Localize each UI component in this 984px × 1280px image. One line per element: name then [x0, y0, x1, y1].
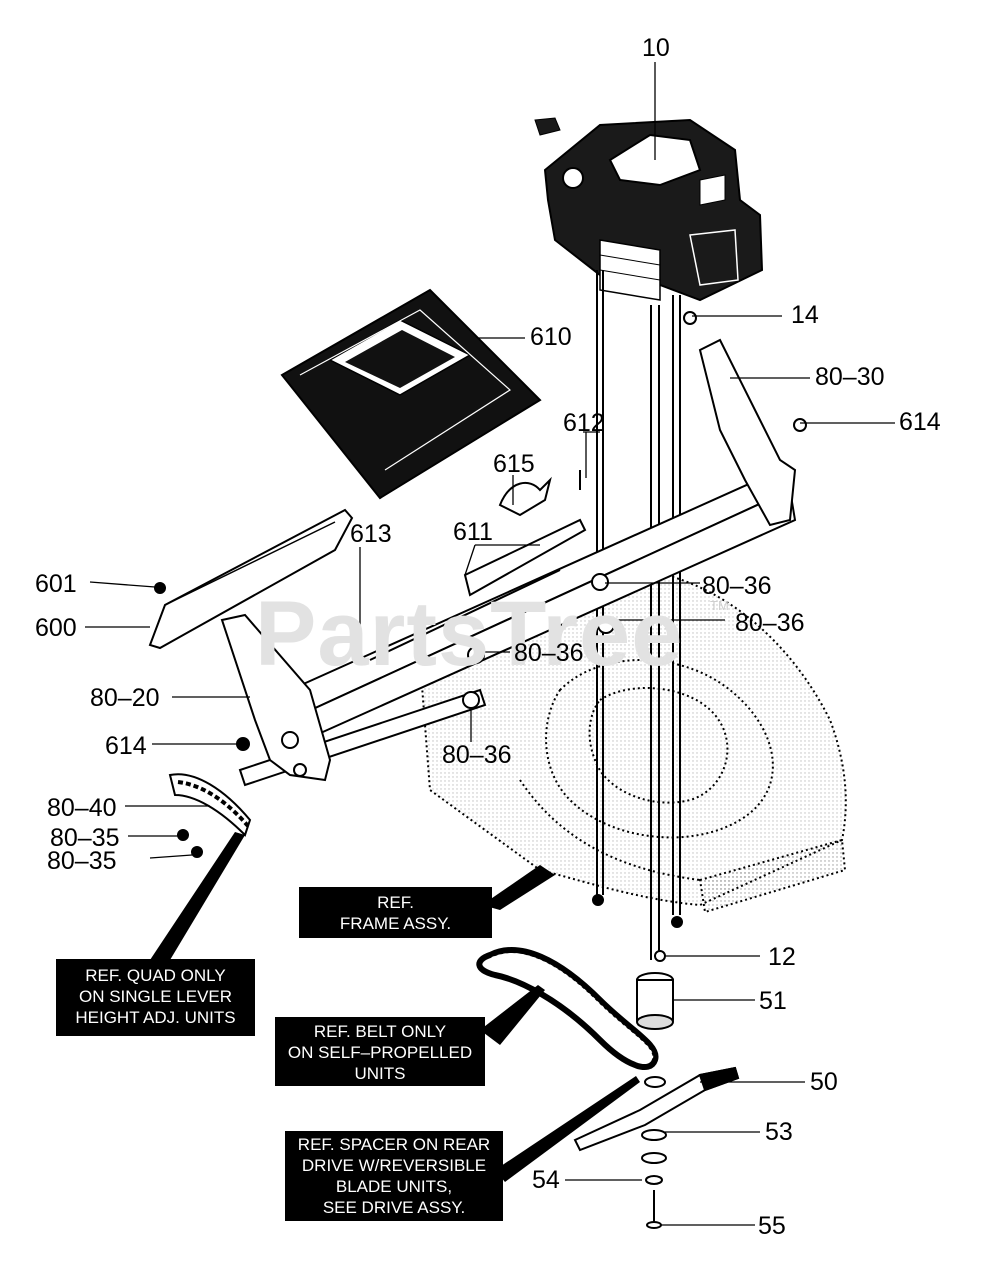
callout-612: 612 — [563, 409, 605, 437]
watermark: PartsTree — [255, 583, 684, 685]
small-hardware — [154, 311, 807, 962]
callout-613: 613 — [350, 520, 392, 548]
note-spacer-line-4: SEE DRIVE ASSY. — [322, 1198, 466, 1217]
callout-80-36-d: 80–36 — [442, 741, 512, 769]
callout-53: 53 — [765, 1118, 793, 1146]
note-frame-assy: REF. FRAME ASSY. — [299, 887, 492, 938]
note-quad-line-2: ON SINGLE LEVER — [78, 987, 233, 1006]
callout-80-35-b: 80–35 — [47, 847, 117, 875]
note-spacer-line-1: REF. SPACER ON REAR — [297, 1135, 491, 1154]
callout-611: 611 — [453, 518, 493, 546]
rear-flap — [148, 508, 354, 650]
callout-10: 10 — [642, 34, 670, 62]
callout-80-36-b: 80–36 — [735, 609, 805, 637]
note-belt-line-1: REF. BELT ONLY — [313, 1022, 447, 1041]
callout-80-36-a: 80–36 — [702, 572, 772, 600]
engine — [534, 117, 764, 302]
note-pointers — [150, 832, 640, 1182]
callout-50: 50 — [810, 1068, 838, 1096]
callout-55: 55 — [758, 1212, 786, 1240]
note-quad-line-1: REF. QUAD ONLY — [85, 966, 226, 985]
callout-614-right: 614 — [899, 408, 941, 436]
callout-54: 54 — [532, 1166, 560, 1194]
callout-615: 615 — [493, 450, 535, 478]
note-frame-line-1: REF. — [377, 893, 414, 912]
callout-80-40: 80–40 — [47, 794, 117, 822]
callout-12: 12 — [768, 943, 796, 971]
note-belt-line-2: ON SELF–PROPELLED — [287, 1043, 473, 1062]
rear-axle-assembly — [220, 338, 797, 787]
callout-80-36-c: 80–36 — [514, 639, 584, 667]
blade-hardware — [641, 1129, 667, 1229]
note-quad: REF. QUAD ONLY ON SINGLE LEVER HEIGHT AD… — [56, 959, 255, 1036]
callout-601: 601 — [35, 570, 77, 598]
mower-deck — [418, 567, 847, 914]
drive-belt — [476, 947, 659, 1071]
callout-80-20: 80–20 — [90, 684, 160, 712]
blade-adapter — [636, 972, 674, 1030]
note-belt: REF. BELT ONLY ON SELF–PROPELLED UNITS — [275, 1017, 485, 1086]
mower-blade — [573, 1066, 740, 1152]
note-spacer-line-2: DRIVE W/REVERSIBLE — [301, 1156, 487, 1175]
callout-614-left: 614 — [105, 732, 147, 760]
callout-610: 610 — [530, 323, 572, 351]
note-belt-line-3: UNITS — [354, 1064, 406, 1083]
callout-600: 600 — [35, 614, 77, 642]
note-spacer: REF. SPACER ON REAR DRIVE W/REVERSIBLE B… — [285, 1131, 503, 1221]
callout-51: 51 — [759, 987, 787, 1015]
note-frame-line-2: FRAME ASSY. — [339, 914, 452, 933]
bag-cover — [280, 288, 542, 500]
watermark-trademark: TM — [710, 598, 729, 613]
callout-80-30: 80–30 — [815, 363, 885, 391]
callout-14: 14 — [791, 301, 819, 329]
note-spacer-line-3: BLADE UNITS, — [335, 1177, 453, 1196]
leader-lines — [85, 62, 895, 1226]
note-quad-line-3: HEIGHT ADJ. UNITS — [75, 1008, 236, 1027]
height-quadrant — [168, 773, 252, 858]
callout-80-35-a: 80–35 — [50, 824, 120, 852]
